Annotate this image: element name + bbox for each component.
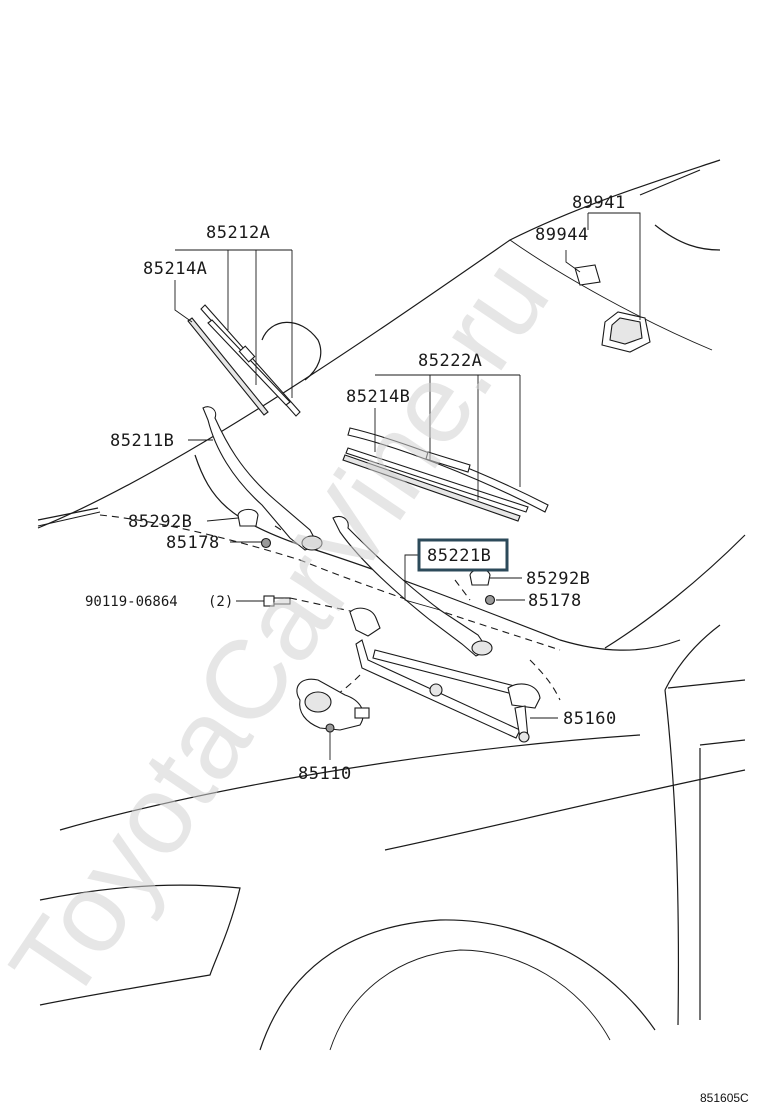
mirror-shape [261, 321, 322, 381]
motor-connector [354, 707, 370, 719]
label-85292b-right[interactable]: 85292B [526, 569, 590, 589]
pillar-line-a [664, 624, 721, 691]
label-85178-left[interactable]: 85178 [166, 533, 220, 553]
roof-curve [654, 224, 721, 251]
label-85214b[interactable]: 85214B [346, 387, 410, 407]
watermark-text: ToyotaCarVine.ru [0, 238, 573, 1024]
right-pivot-cap [469, 568, 491, 586]
left-arm-pivot [301, 535, 323, 551]
label-85178-right[interactable]: 85178 [528, 591, 582, 611]
wheel-arch-inner [329, 949, 611, 1051]
leader-89944 [565, 250, 581, 273]
motor-end-cap [304, 691, 332, 713]
linkage-main-bar [355, 639, 521, 739]
dash-line-linkage [529, 659, 561, 701]
label-89941[interactable]: 89941 [572, 193, 626, 213]
left-pivot-nut [260, 537, 272, 549]
wheel-arch-outer [259, 919, 656, 1051]
headlamp-outline [39, 884, 241, 1006]
dash-line-cowl [99, 514, 561, 651]
diagram-code: 851605C [700, 1091, 749, 1105]
label-90119-qty: (2) [208, 594, 233, 610]
leader-lines [174, 212, 641, 760]
rain-sensor-parts [574, 264, 651, 353]
right-blade-body [347, 427, 549, 513]
motor-shaft [325, 723, 335, 733]
label-89944[interactable]: 89944 [535, 225, 589, 245]
label-85110[interactable]: 85110 [298, 764, 352, 784]
windshield-top-edge [37, 159, 721, 529]
cowl-lower-line [194, 454, 681, 651]
leader-85214a [174, 280, 193, 323]
linkage-right-pivot [507, 683, 541, 709]
left-wiper-blade [187, 304, 301, 417]
wiper-linkage [349, 607, 541, 743]
label-85160[interactable]: 85160 [563, 709, 617, 729]
left-pivot-cap [237, 508, 259, 527]
label-85222a[interactable]: 85222A [418, 351, 482, 371]
right-blade-clip [425, 451, 471, 473]
right-blade-rubber [342, 454, 521, 522]
leader-85292b-left [206, 517, 239, 522]
cowl-left-line-a [37, 507, 99, 521]
leader-85221b [404, 554, 441, 611]
linkage-right-foot [518, 731, 530, 743]
right-arm-body [332, 515, 489, 657]
wiper-motor [296, 678, 370, 733]
cowl-left-line-b [37, 511, 101, 527]
left-wiper-arm [202, 406, 323, 551]
bolt-shank [273, 597, 291, 605]
right-pivot-nut [484, 594, 496, 606]
hood-line [59, 734, 641, 831]
left-blade-insert [207, 319, 291, 406]
fender-top-line [604, 534, 746, 649]
windshield-inner-line [509, 239, 713, 351]
hood-crease-line [384, 769, 746, 851]
sensor-bracket-inner [609, 317, 643, 345]
right-blade-insert [345, 447, 529, 513]
linkage-center-joint [429, 683, 443, 697]
left-blade-clip [238, 345, 256, 363]
right-wiper-blade [342, 427, 549, 522]
right-arm-pivot [471, 640, 493, 656]
right-wiper-arm [332, 515, 493, 657]
label-85214a[interactable]: 85214A [143, 259, 207, 279]
dash-line-cap-right [454, 579, 471, 601]
label-85221b[interactable]: 85221B [427, 546, 491, 566]
linkage-left-pivot [349, 607, 381, 637]
vehicle-body-outline [37, 159, 746, 1051]
label-85212a[interactable]: 85212A [206, 223, 270, 243]
door-line-a [699, 739, 746, 746]
caps-and-nuts [237, 508, 496, 606]
door-front-edge [664, 689, 680, 1026]
label-90119-06864[interactable]: 90119-06864 [85, 594, 178, 610]
label-85292b-left[interactable]: 85292B [128, 512, 192, 532]
highlight-box-85221b [417, 538, 509, 572]
pillar-line-b [667, 679, 746, 689]
label-85211b[interactable]: 85211B [110, 431, 174, 451]
roof-edge [639, 169, 701, 196]
sensor-cover-89944 [574, 264, 601, 286]
left-arm-body [202, 406, 319, 551]
part-labels: 89941 89944 85212A 85214A 85222A 85214B … [85, 193, 626, 784]
leader-89941 [588, 212, 641, 320]
